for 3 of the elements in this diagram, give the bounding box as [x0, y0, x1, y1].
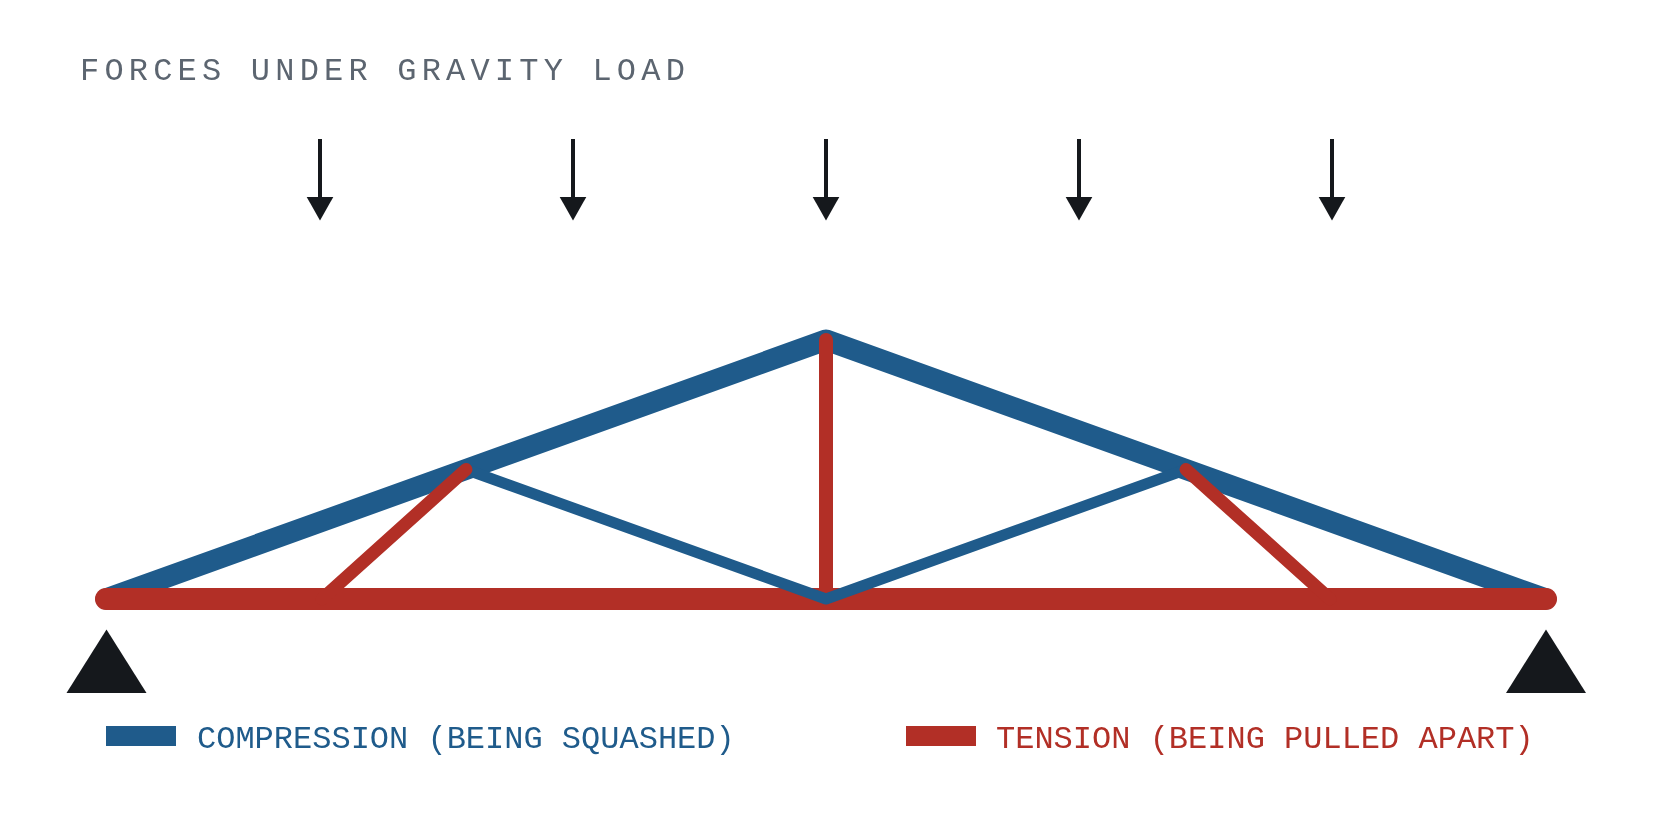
legend-label: TENSION (BEING PULLED APART): [996, 724, 1534, 756]
diagram-title: FORCES UNDER GRAVITY LOAD: [80, 56, 691, 88]
legend-label: COMPRESSION (BEING SQUASHED): [197, 724, 735, 756]
